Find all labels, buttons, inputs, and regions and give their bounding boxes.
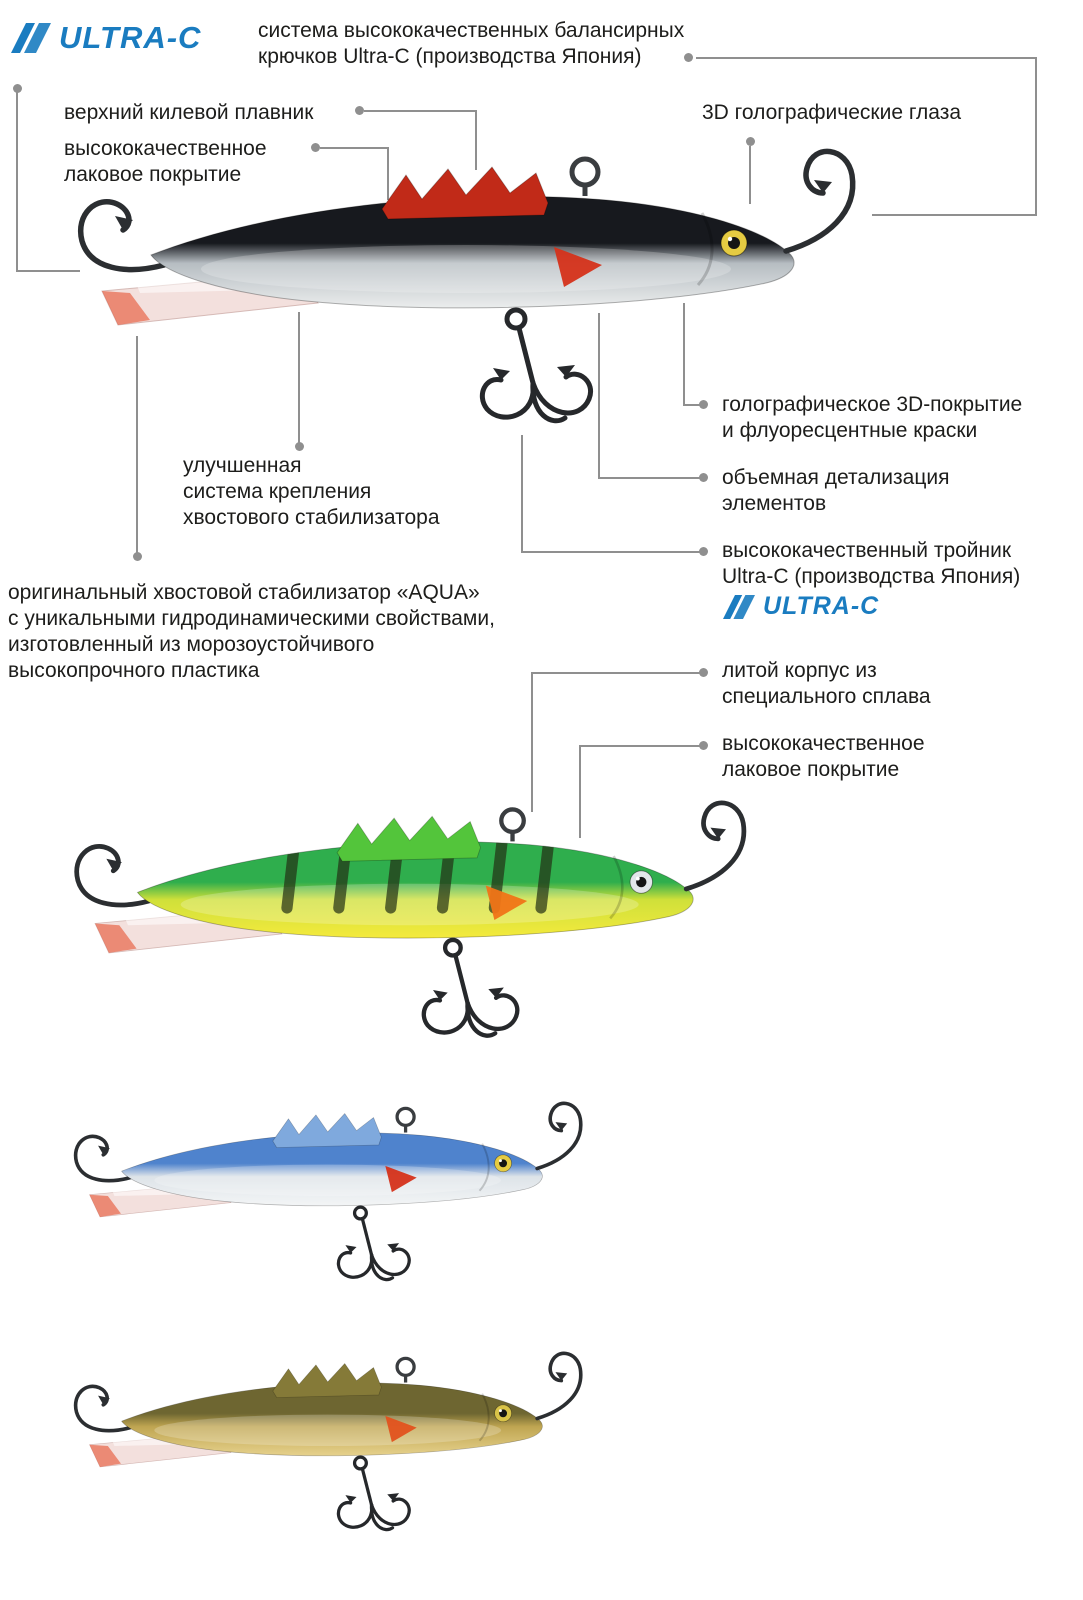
- callout-line: [579, 745, 581, 838]
- treble-hook: [421, 937, 520, 1038]
- lure-illustration: [73, 1101, 583, 1282]
- ultra-c-logo: ULTRA-C: [10, 20, 201, 56]
- callout-dot: [133, 552, 142, 561]
- treble-hook: [336, 1455, 411, 1532]
- lure-blue-silver: [66, 1086, 596, 1289]
- callout-line: [696, 57, 1037, 59]
- callout-tail-stabilizer: оригинальный хвостовой стабилизатор «AQU…: [8, 581, 495, 682]
- callout-line: [872, 214, 1037, 216]
- callout-line: [523, 551, 701, 553]
- top-keel-fin: [272, 1113, 382, 1148]
- line-tie-loop: [499, 807, 526, 835]
- ultra-c-logo-icon: [723, 594, 755, 619]
- belly-fin: [385, 1165, 417, 1193]
- gill-line: [696, 212, 714, 287]
- callout-line: [298, 312, 300, 444]
- callout-dot: [699, 741, 708, 750]
- callout-line: [521, 435, 523, 553]
- callout-treble: высококачественный тройник Ultra-C (прои…: [722, 539, 1021, 588]
- callout-line: [320, 147, 389, 149]
- callout-dot: [699, 668, 708, 677]
- line-tie-loop: [395, 1106, 416, 1127]
- rear-hook: [683, 800, 747, 892]
- callout-line: [683, 303, 685, 406]
- callout-dot: [699, 400, 708, 409]
- callout-dot: [684, 53, 693, 62]
- callout-lacquer-bottom: высококачественное лаковое покрытие: [722, 732, 925, 781]
- callout-tail-mount: улучшенная система крепления хвостового …: [183, 454, 440, 529]
- callout-line: [387, 147, 389, 200]
- ultra-c-logo-text: ULTRA-C: [763, 592, 880, 620]
- callout-dot: [13, 84, 22, 93]
- callout-top-keel-fin: верхний килевой плавник: [64, 101, 314, 124]
- lure-gold-olive: [66, 1336, 596, 1539]
- callout-line: [580, 745, 701, 747]
- lure-green-perch: [64, 780, 764, 1048]
- gill-line: [478, 1143, 490, 1192]
- ultra-c-logo-text: ULTRA-C: [59, 20, 202, 55]
- gill-line: [609, 855, 624, 920]
- front-hook: [74, 844, 152, 908]
- ultra-c-logo-icon: [11, 23, 51, 53]
- callout-volume-detail: объемная детализация элементов: [722, 466, 950, 515]
- front-hook: [73, 1384, 132, 1433]
- callout-lacquer-top: высококачественное лаковое покрытие: [64, 137, 267, 186]
- callout-line: [532, 672, 701, 674]
- callout-line: [475, 110, 477, 170]
- belly-fin: [485, 885, 528, 921]
- callout-line: [364, 110, 477, 112]
- line-tie-loop: [395, 1356, 416, 1377]
- callout-line: [16, 92, 18, 272]
- top-keel-fin: [381, 166, 549, 220]
- callout-line: [1035, 57, 1037, 216]
- callout-line: [600, 477, 701, 479]
- callout-line: [136, 336, 138, 554]
- lure-illustration: [77, 148, 856, 424]
- treble-hook: [336, 1205, 411, 1282]
- callout-dot: [355, 106, 364, 115]
- gill-line: [478, 1393, 490, 1442]
- callout-line: [16, 270, 80, 272]
- callout-cast-body: литой корпус из специального сплава: [722, 659, 931, 708]
- callout-dot: [699, 473, 708, 482]
- callout-line: [684, 404, 701, 406]
- callout-dot: [746, 137, 755, 146]
- line-tie-loop: [569, 156, 601, 188]
- callout-holo-coating: голографическое 3D-покрытие и флуоресцен…: [722, 393, 1023, 442]
- ultra-c-logo-small: ULTRA-C: [722, 592, 879, 621]
- rear-hook: [535, 1101, 583, 1171]
- treble-hook: [479, 307, 594, 424]
- lure-silver-black-holographic: [66, 125, 876, 435]
- callout-line: [531, 672, 533, 812]
- rear-hook: [783, 148, 856, 254]
- callout-dot: [311, 143, 320, 152]
- callout-hook-system: система высококачественных балансирных к…: [258, 19, 685, 68]
- top-keel-fin: [272, 1363, 382, 1398]
- front-hook: [73, 1134, 132, 1183]
- belly-fin: [385, 1415, 417, 1443]
- belly-fin: [554, 247, 602, 287]
- callout-line: [598, 313, 600, 479]
- callout-holo-eyes: 3D голографические глаза: [702, 101, 962, 124]
- callout-dot: [699, 547, 708, 556]
- top-keel-fin: [336, 815, 482, 862]
- lure-illustration: [74, 800, 747, 1038]
- front-hook: [77, 199, 167, 273]
- lure-illustration: [73, 1351, 583, 1532]
- callout-dot: [295, 442, 304, 451]
- rear-hook: [535, 1351, 583, 1421]
- callout-line: [749, 146, 751, 204]
